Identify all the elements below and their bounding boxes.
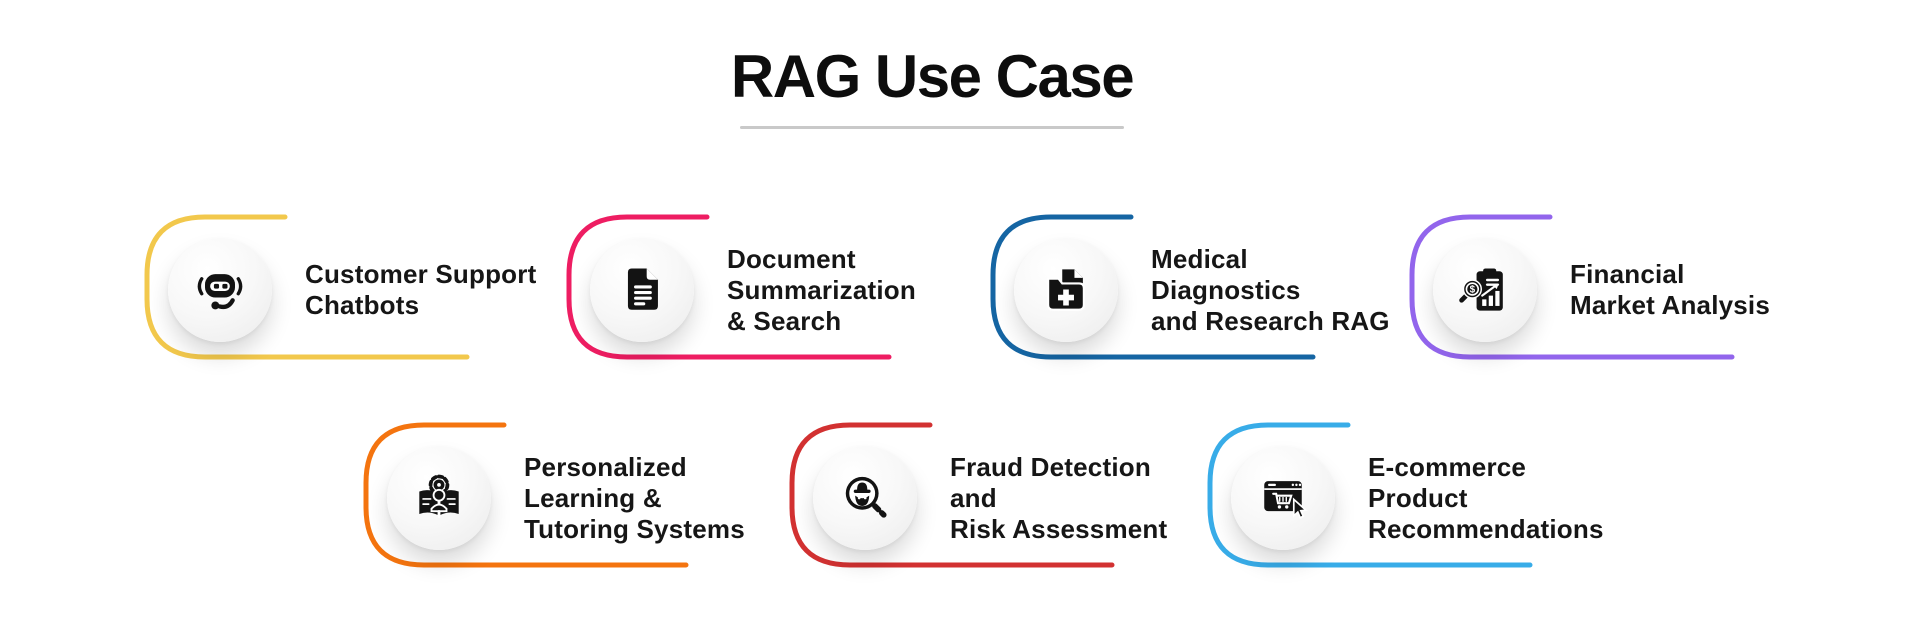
card-label-line: Chatbots xyxy=(305,290,420,320)
card-accent-bracket xyxy=(1207,422,1533,568)
fraud-spy-icon xyxy=(845,476,887,518)
use-case-card-document-summarization: Document Summarization & Search xyxy=(559,207,916,377)
icon-circle xyxy=(168,238,272,342)
card-label-line: Learning & xyxy=(524,482,662,513)
card-label: Document Summarization & Search xyxy=(727,235,916,345)
dollar-glyph: $ xyxy=(1470,284,1476,295)
ecommerce-cart-icon xyxy=(1264,481,1308,519)
card-label-line: Personalized xyxy=(524,451,687,482)
page-title: RAG Use Case xyxy=(730,43,1135,110)
title-underline xyxy=(740,126,1124,129)
card-label: Financial Market Analysis xyxy=(1570,235,1770,345)
card-accent-bracket xyxy=(1409,214,1735,360)
card-label-line: Summarization xyxy=(727,274,916,305)
learning-book-icon xyxy=(419,474,459,518)
icon-circle xyxy=(1231,446,1335,550)
card-label: Personalized Learning & Tutoring Systems xyxy=(524,443,745,553)
robot-chatbot-icon xyxy=(197,274,243,310)
card-accent-bracket xyxy=(789,422,1115,568)
icon-circle: $ xyxy=(1433,238,1537,342)
icon-circle xyxy=(590,238,694,342)
use-case-card-financial-market-analysis: $ Financial Market Analysis xyxy=(1402,207,1770,377)
card-label: E-commerce Product Recommendations xyxy=(1368,443,1604,553)
card-label-line: E-commerce xyxy=(1368,451,1527,482)
card-label: Medical Diagnostics and Research RAG xyxy=(1151,235,1390,345)
icon-circle xyxy=(1014,238,1118,342)
card-label-line: Recommendations xyxy=(1368,513,1604,544)
use-case-card-personalized-learning: Personalized Learning & Tutoring Systems xyxy=(356,415,745,585)
document-icon xyxy=(627,268,658,310)
card-accent-bracket xyxy=(363,422,689,568)
card-accent-bracket xyxy=(144,214,470,360)
card-label-line: and Research RAG xyxy=(1151,305,1390,336)
card-label-line: Product xyxy=(1368,482,1468,513)
card-label-line: & Search xyxy=(727,305,842,336)
card-label-line: and xyxy=(950,482,997,513)
card-label-line: Customer Support xyxy=(305,259,537,289)
medical-folder-icon xyxy=(1047,269,1085,311)
use-case-card-customer-support-chatbots: Customer Support Chatbots xyxy=(137,207,536,377)
use-case-card-medical-diagnostics: Medical Diagnostics and Research RAG xyxy=(983,207,1390,377)
card-label-line: Document xyxy=(727,243,856,274)
card-label: Fraud Detection and Risk Assessment xyxy=(950,443,1167,553)
card-accent-bracket xyxy=(566,214,892,360)
icon-circle xyxy=(813,446,917,550)
card-accent-bracket xyxy=(990,214,1316,360)
card-label-line: Diagnostics xyxy=(1151,274,1301,305)
card-label-line: Tutoring Systems xyxy=(524,513,745,544)
financial-report-icon: $ xyxy=(1459,268,1503,311)
card-label-line: Market Analysis xyxy=(1570,290,1771,320)
card-label-line: Financial xyxy=(1570,259,1685,289)
use-case-card-ecommerce-recommendations: E-commerce Product Recommendations xyxy=(1200,415,1603,585)
card-label-line: Medical xyxy=(1151,243,1248,274)
card-label-line: Risk Assessment xyxy=(950,513,1168,544)
use-case-card-fraud-detection: Fraud Detection and Risk Assessment xyxy=(782,415,1167,585)
card-label: Customer Support Chatbots xyxy=(305,235,536,345)
icon-circle xyxy=(387,446,491,550)
card-label-line: Fraud Detection xyxy=(950,451,1151,482)
